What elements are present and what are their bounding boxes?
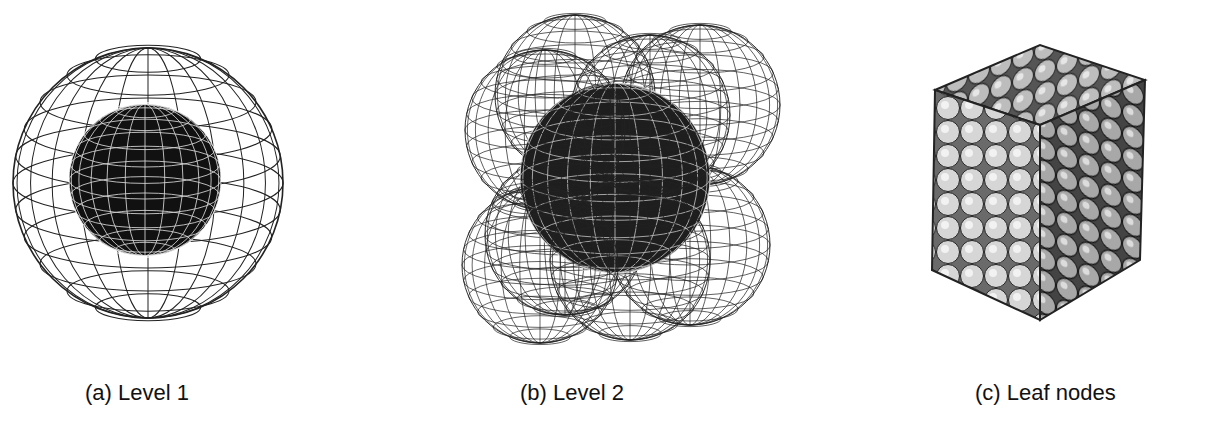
level1-figure [13,45,283,320]
figure-caption: (b) Level 2 [520,380,624,406]
level2-figure [462,13,780,344]
figure-caption: (a) Level 1 [85,380,189,406]
leaf-nodes-figure [932,45,1145,320]
figure-caption: (c) Leaf nodes [975,380,1116,406]
